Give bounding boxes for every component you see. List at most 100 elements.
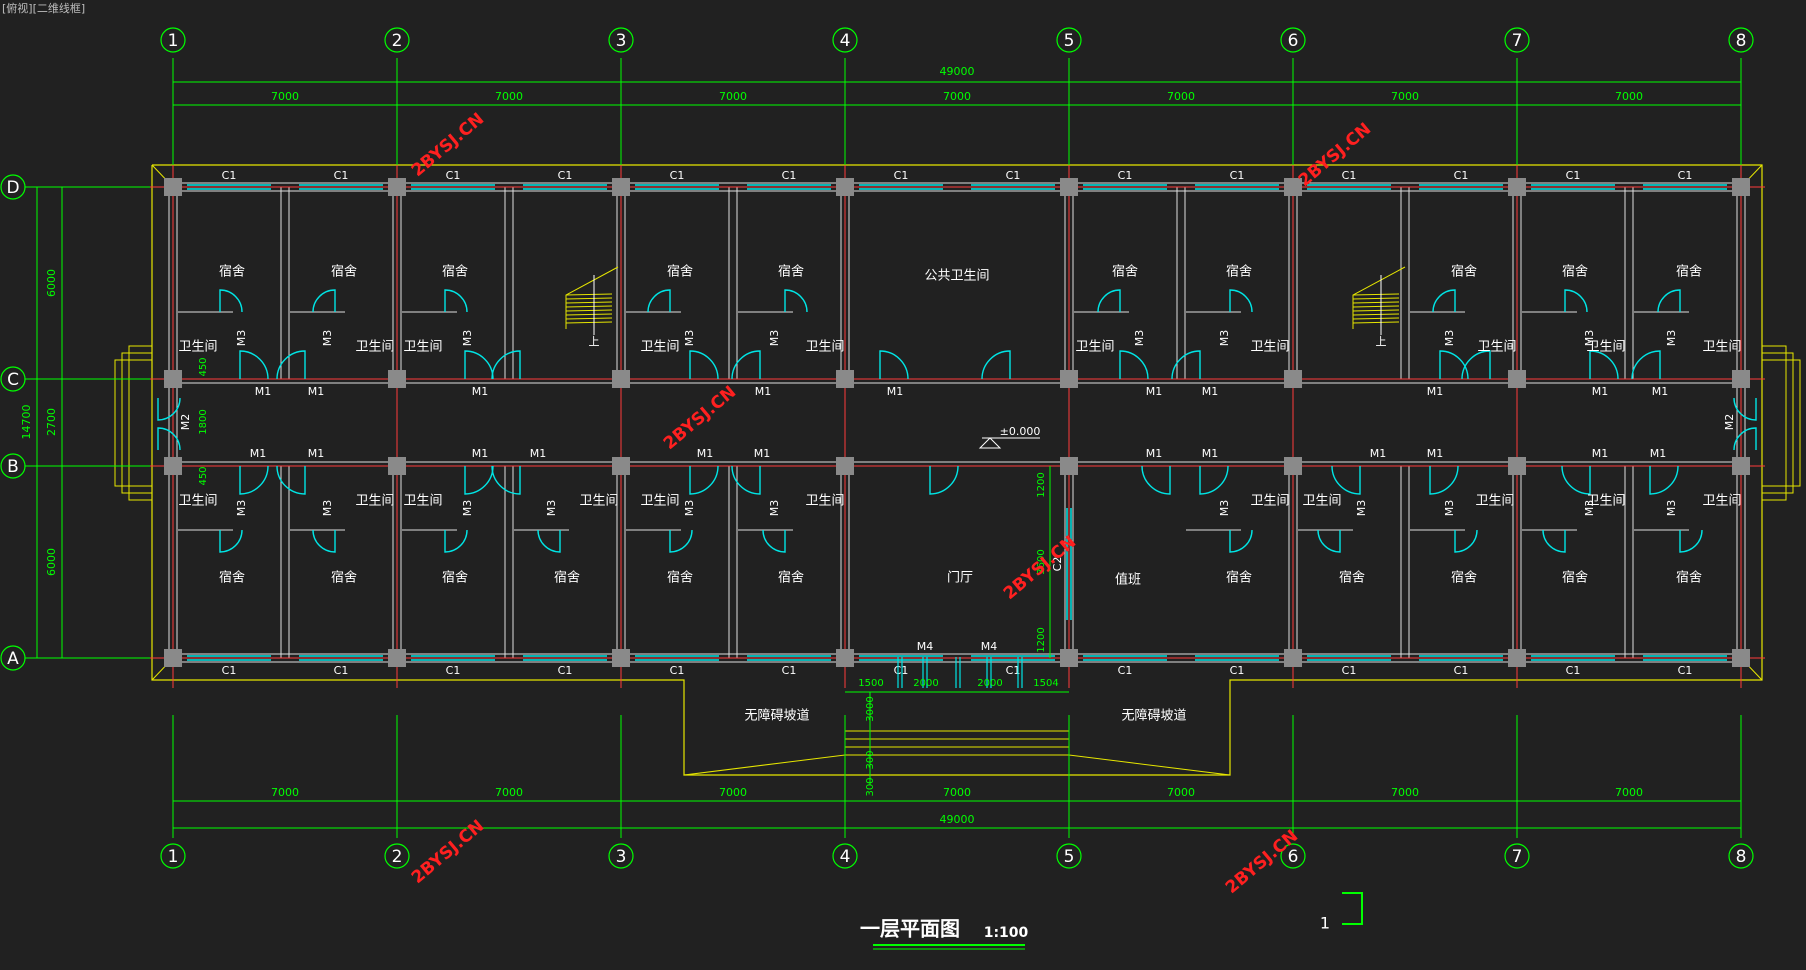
structural-column bbox=[1508, 178, 1526, 196]
window-c2-label: C2 bbox=[1051, 557, 1064, 572]
door-swing bbox=[689, 350, 719, 380]
door-m3-label: M3 bbox=[461, 330, 474, 347]
axis-bubble-label: 2 bbox=[392, 31, 403, 51]
windows bbox=[187, 184, 1727, 661]
room-label-bath: 卫生间 bbox=[1586, 340, 1625, 355]
door-swing bbox=[1631, 350, 1661, 380]
axis-bubble-label: 4 bbox=[840, 847, 851, 867]
section-mark-number: 1 bbox=[1320, 914, 1330, 933]
stair bbox=[565, 266, 619, 335]
door-swing bbox=[1679, 529, 1703, 553]
door-swing bbox=[929, 465, 959, 495]
ramp-label: 无障碍坡道 bbox=[744, 709, 809, 724]
axis-bubble-label: A bbox=[7, 649, 19, 669]
watermark: 2BYSJ.CN bbox=[1000, 532, 1080, 604]
axis-bubble-label: 3 bbox=[616, 847, 627, 867]
door-m3-label: M3 bbox=[321, 500, 334, 517]
axis-bubble-label: 1 bbox=[168, 847, 179, 867]
window-label: C1 bbox=[222, 664, 237, 677]
drawing-scale: 1:100 bbox=[984, 925, 1029, 941]
axis-bubble bbox=[832, 843, 858, 869]
dim-corridor: 1800 bbox=[198, 409, 209, 434]
room-label-dorm: 宿舍 bbox=[1226, 570, 1252, 586]
door-swing bbox=[1097, 289, 1121, 313]
door-swing bbox=[1657, 289, 1681, 313]
door-swing bbox=[762, 529, 786, 553]
door-m1-label: M1 bbox=[472, 385, 489, 398]
door-m1-label: M1 bbox=[1592, 385, 1609, 398]
axis-bubble-label: 1 bbox=[168, 31, 179, 51]
room-label-dorm: 宿舍 bbox=[1676, 570, 1702, 586]
structural-column bbox=[1060, 178, 1078, 196]
door-swing bbox=[219, 529, 243, 553]
dim-top-bay: 7000 bbox=[1391, 90, 1419, 103]
watermark: 2BYSJ.CN bbox=[660, 382, 740, 454]
dim-bottom-bay: 7000 bbox=[495, 786, 523, 799]
structural-column bbox=[164, 649, 182, 667]
door-m3-label: M3 bbox=[768, 330, 781, 347]
dim-bottom-bay: 7000 bbox=[943, 786, 971, 799]
dim-entrance-v: 300 bbox=[865, 750, 876, 769]
window-label: C1 bbox=[1342, 169, 1357, 182]
door-m1-label: M1 bbox=[1427, 447, 1444, 460]
stair-tread bbox=[1352, 317, 1400, 320]
stair-tread bbox=[1352, 309, 1400, 312]
room-label-dorm: 宿舍 bbox=[554, 570, 580, 586]
room-label-bath: 卫生间 bbox=[579, 494, 618, 509]
room-label-public-wc: 公共卫生间 bbox=[924, 269, 989, 284]
door-m1-label: M1 bbox=[887, 385, 904, 398]
structural-column bbox=[836, 457, 854, 475]
window-label: C1 bbox=[1118, 664, 1133, 677]
room-label-dorm: 宿舍 bbox=[331, 570, 357, 586]
room-label-dorm: 宿舍 bbox=[442, 264, 468, 280]
structural-column bbox=[612, 178, 630, 196]
axis-bubble-label: 5 bbox=[1064, 31, 1075, 51]
room-label-bath: 卫生间 bbox=[805, 340, 844, 355]
door-swing bbox=[1171, 350, 1201, 380]
structural-column bbox=[388, 370, 406, 388]
door-m1-label: M1 bbox=[250, 447, 267, 460]
axis-bubble bbox=[832, 27, 858, 53]
axis-bubble bbox=[1056, 843, 1082, 869]
door-m2-label: M2 bbox=[1723, 414, 1736, 431]
window-label: C1 bbox=[222, 169, 237, 182]
door-m1-label: M1 bbox=[1652, 385, 1669, 398]
window-label: C1 bbox=[782, 169, 797, 182]
door-m1-label: M1 bbox=[1370, 447, 1387, 460]
window-label: C1 bbox=[894, 664, 909, 677]
dim-corridor: 450 bbox=[198, 466, 209, 485]
room-label-hall: 门厅 bbox=[947, 571, 973, 586]
door-m3-label: M3 bbox=[461, 500, 474, 517]
axis-bubble-label: 3 bbox=[616, 31, 627, 51]
watermark: 2BYSJ.CN bbox=[408, 816, 488, 888]
room-label-bath: 卫生间 bbox=[355, 340, 394, 355]
dim-entrance-h: 2000 bbox=[977, 678, 1002, 689]
axis-bubble-label: 2 bbox=[392, 847, 403, 867]
structural-column bbox=[1508, 370, 1526, 388]
room-label-dorm: 宿舍 bbox=[219, 570, 245, 586]
door-swing bbox=[1199, 465, 1229, 495]
door-m1-label: M1 bbox=[1650, 447, 1667, 460]
axis-bubble bbox=[608, 843, 634, 869]
axis-bubble-label: D bbox=[6, 178, 19, 198]
door-m3-label: M3 bbox=[1583, 330, 1596, 347]
stair-tread bbox=[1352, 313, 1400, 316]
room-label-dorm: 宿舍 bbox=[667, 570, 693, 586]
door-swing bbox=[239, 350, 269, 380]
door-swing bbox=[491, 465, 521, 495]
structural-column bbox=[1284, 649, 1302, 667]
axis-bubble bbox=[0, 174, 26, 200]
structural-column bbox=[164, 370, 182, 388]
structural-column bbox=[1060, 649, 1078, 667]
room-label-dorm: 宿舍 bbox=[1112, 264, 1138, 280]
window-label: C1 bbox=[782, 664, 797, 677]
dim-left-part: 2700 bbox=[45, 408, 58, 436]
dim-top-bay: 7000 bbox=[1615, 90, 1643, 103]
drawing-title: 一层平面图 bbox=[860, 917, 960, 941]
dim-bottom-overall: 49000 bbox=[940, 813, 975, 826]
axis-bubble bbox=[1504, 843, 1530, 869]
dim-entrance-h: 1500 bbox=[858, 678, 883, 689]
door-swing bbox=[157, 427, 181, 451]
dim-left-overall: 14700 bbox=[20, 405, 33, 440]
